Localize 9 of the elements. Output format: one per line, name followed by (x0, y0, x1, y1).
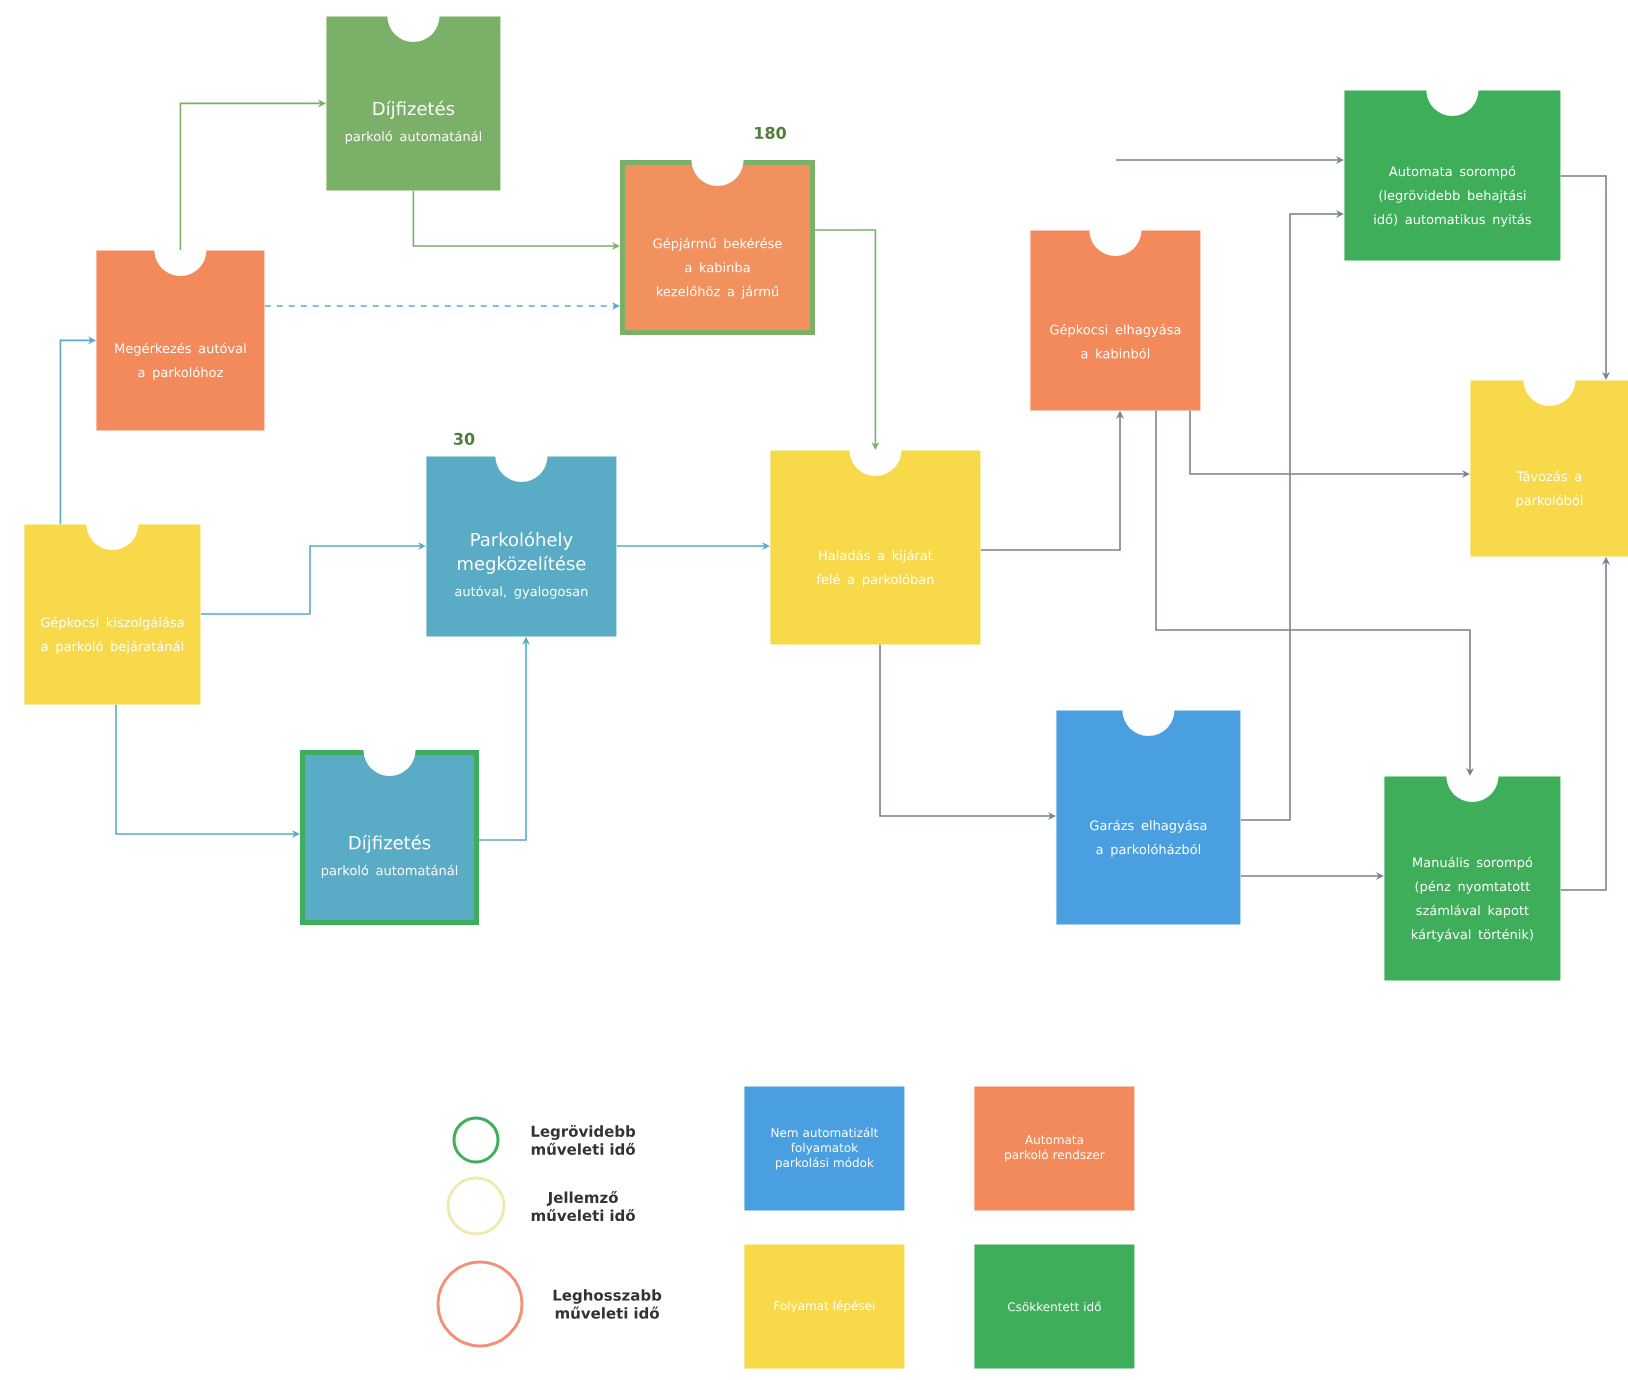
arrow (179, 99, 326, 251)
arrow (200, 541, 426, 615)
time-label: 180 (755, 126, 786, 139)
arrow (1560, 175, 1611, 380)
arrow (1155, 410, 1475, 776)
arrow (59, 336, 96, 525)
arrow (1240, 209, 1344, 821)
time-label: 30 (453, 432, 475, 445)
arrow (814, 229, 880, 450)
